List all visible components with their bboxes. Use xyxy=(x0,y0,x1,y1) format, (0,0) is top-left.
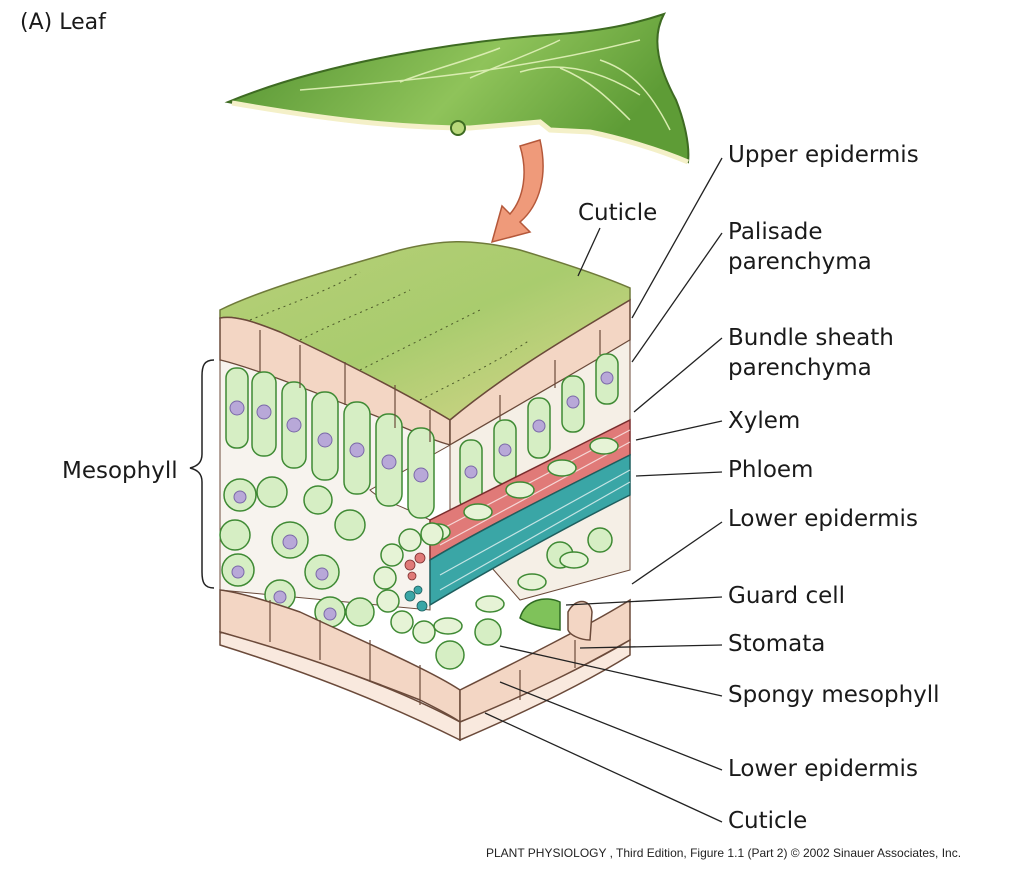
label-phloem: Phloem xyxy=(728,457,814,483)
label-lower-epidermis-top: Lower epidermis xyxy=(728,506,918,532)
label-lower-epidermis-bottom: Lower epidermis xyxy=(728,756,918,782)
label-stomata: Stomata xyxy=(728,631,826,657)
label-cuticle-bottom: Cuticle xyxy=(728,808,808,834)
label-bundle-sheath-line1: Bundle sheath xyxy=(728,325,894,351)
guard-cells xyxy=(519,598,593,641)
leader-lines xyxy=(484,157,723,823)
panel-label: (A) Leaf xyxy=(20,10,106,35)
label-mesophyll: Mesophyll xyxy=(62,458,178,484)
label-spongy-mesophyll: Spongy mesophyll xyxy=(728,682,940,708)
vascular-bundle xyxy=(373,418,631,644)
label-bundle-sheath-line2: parenchyma xyxy=(728,355,872,381)
label-palisade-line2: parenchyma xyxy=(728,249,872,275)
label-upper-epidermis: Upper epidermis xyxy=(728,142,919,168)
leaf-cross-section xyxy=(219,241,631,742)
label-palisade-line1: Palisade xyxy=(728,219,823,245)
copyright-credit: PLANT PHYSIOLOGY , Third Edition, Figure… xyxy=(486,846,962,860)
label-guard-cell: Guard cell xyxy=(728,583,846,609)
leaf-illustration xyxy=(224,12,690,165)
label-xylem: Xylem xyxy=(728,408,801,434)
mesophyll-brace xyxy=(189,359,215,589)
curved-arrow-icon xyxy=(490,139,544,244)
label-cuticle-top: Cuticle xyxy=(578,200,658,226)
